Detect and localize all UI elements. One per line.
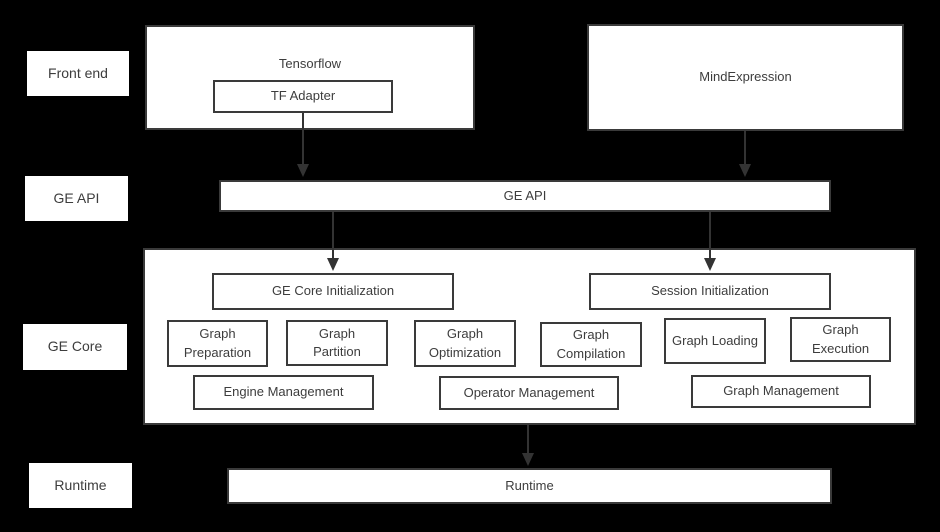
runtime-bar: Runtime <box>227 468 832 504</box>
mind-expression-box: MindExpression <box>587 24 904 131</box>
arrow-ge-api-to-session-initialization <box>704 212 716 271</box>
session-initialization-box: Session Initialization <box>589 273 831 310</box>
layer-label-runtime: Runtime <box>29 463 132 508</box>
arrow-head-icon <box>297 164 309 177</box>
operator-management-box: Operator Management <box>439 376 619 410</box>
arrow-stem <box>744 131 746 164</box>
ge-core-box: GE Core Initialization Session Initializ… <box>143 248 916 425</box>
arrow-head-icon <box>522 453 534 466</box>
arrow-head-icon <box>739 164 751 177</box>
layer-label-front-end: Front end <box>27 51 129 96</box>
graph-management-box: Graph Management <box>691 375 871 408</box>
layer-label-ge-core: GE Core <box>23 324 127 370</box>
graph-optimization-box: Graph Optimization <box>414 320 516 367</box>
arrow-stem <box>332 212 334 258</box>
arrow-stem <box>709 212 711 258</box>
arrow-stem <box>527 425 529 453</box>
graph-preparation-box: Graph Preparation <box>167 320 268 367</box>
arrow-head-icon <box>704 258 716 271</box>
graph-execution-box: Graph Execution <box>790 317 891 362</box>
arrow-ge-core-to-runtime <box>522 425 534 466</box>
layer-label-ge-api: GE API <box>25 176 128 221</box>
graph-partition-box: Graph Partition <box>286 320 388 366</box>
graph-compilation-box: Graph Compilation <box>540 322 642 367</box>
engine-management-box: Engine Management <box>193 375 374 410</box>
graph-loading-box: Graph Loading <box>664 318 766 364</box>
arrow-mind-expression-to-ge-api <box>739 131 751 177</box>
arrow-head-icon <box>327 258 339 271</box>
tensorflow-box: Tensorflow TF Adapter <box>145 25 475 130</box>
arrow-ge-api-to-ge-core-initialization <box>327 212 339 271</box>
ge-api-bar: GE API <box>219 180 831 212</box>
arrow-stem <box>302 113 304 164</box>
arrow-tf-adapter-to-ge-api <box>297 113 309 177</box>
tf-adapter-box: TF Adapter <box>213 80 393 113</box>
ge-core-initialization-box: GE Core Initialization <box>212 273 454 310</box>
tensorflow-label: Tensorflow <box>278 56 342 71</box>
